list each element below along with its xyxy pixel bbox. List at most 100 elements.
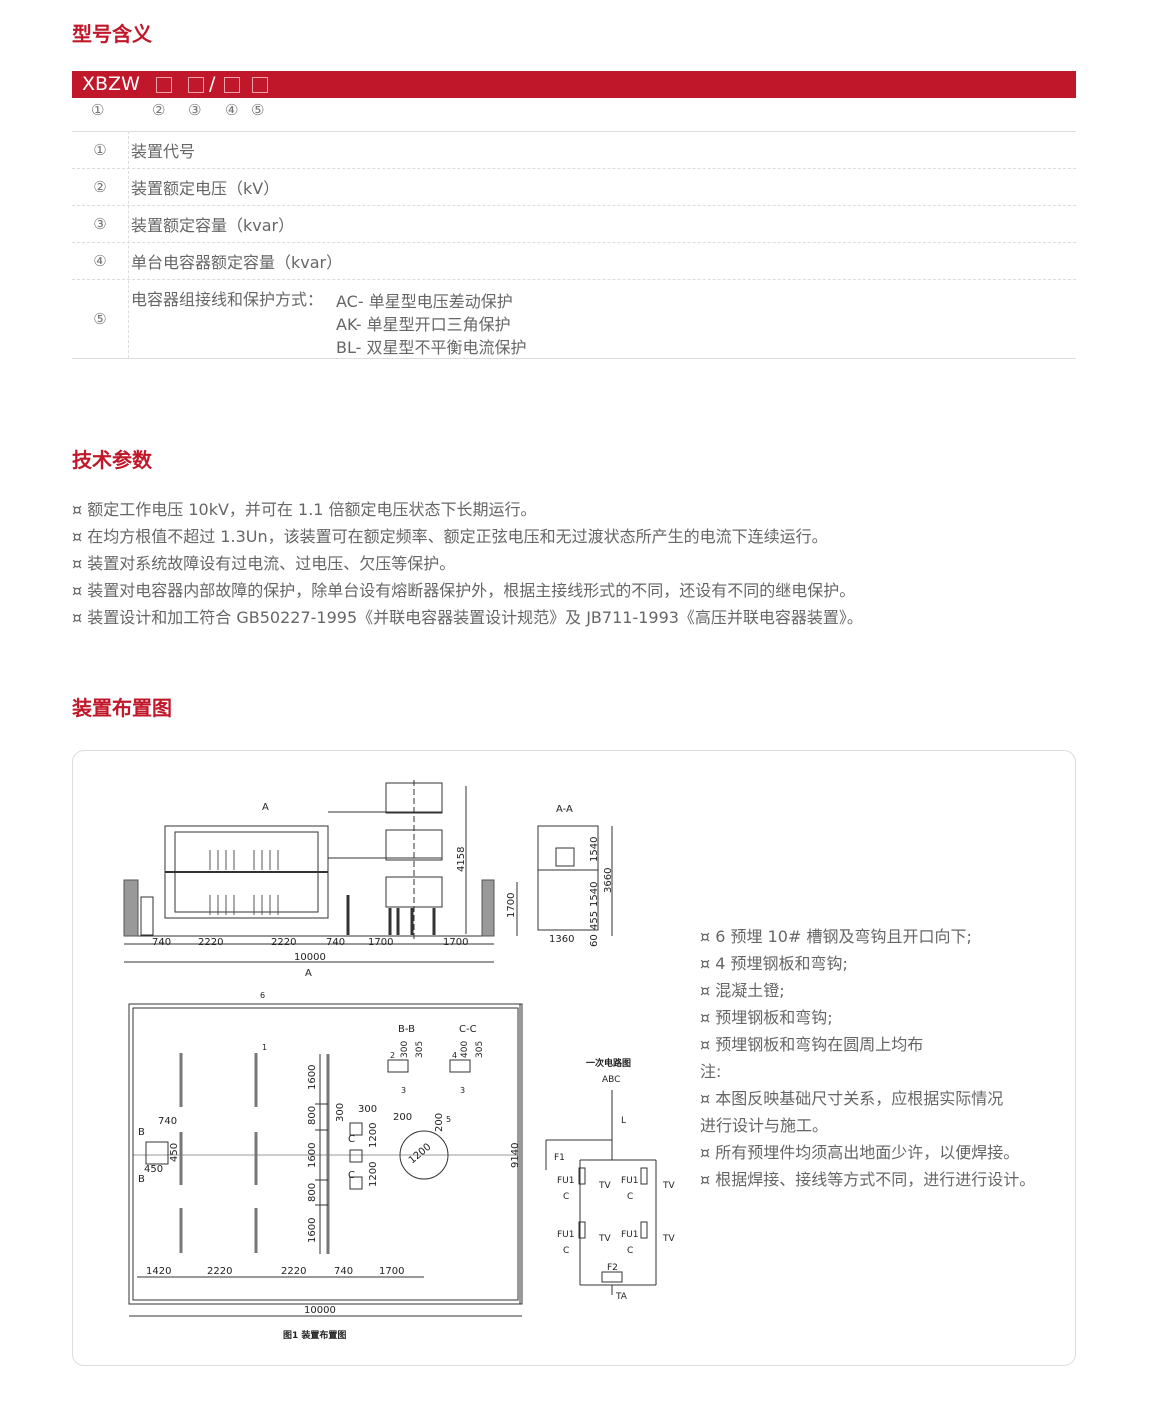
- model-slash: /: [209, 73, 216, 95]
- section-mark-c: C: [348, 1134, 355, 1145]
- table-row: ② 装置额定电压（kV）: [72, 169, 1076, 206]
- dim-label: 455: [589, 911, 600, 930]
- option-ac: AC- 单星型电压差动保护: [336, 292, 513, 311]
- row-text: 装置额定电压（kV）: [131, 179, 280, 198]
- item-label: 3: [460, 1086, 465, 1095]
- item-label: 3: [401, 1086, 406, 1095]
- dim-label: 1200: [407, 1142, 434, 1167]
- table-divider: [128, 131, 129, 358]
- section-aa-title: A-A: [556, 804, 573, 815]
- circuit-fuse: FU1: [557, 1176, 575, 1186]
- dim-label: 1200: [368, 1162, 379, 1187]
- circuit-fuse: FU1: [621, 1176, 639, 1186]
- note-item: 进行设计与施工。: [700, 1116, 829, 1135]
- list-item: ¤ 额定工作电压 10kV，并可在 1.1 倍额定电压状态下长期运行。: [72, 500, 537, 519]
- dim-label: 450: [144, 1164, 163, 1175]
- circuit-pt: TV: [662, 1181, 675, 1191]
- dim-label: 200: [393, 1112, 412, 1123]
- circuit-fuse: FU1: [621, 1230, 639, 1240]
- dim-label: 1700: [506, 893, 517, 918]
- dim-label: 1600: [307, 1143, 318, 1168]
- section-title-tech: 技术参数: [72, 448, 152, 472]
- elevation-view: [123, 780, 613, 963]
- circuit-diagram: [545, 1090, 657, 1295]
- circuit-fuse: FU1: [557, 1230, 575, 1240]
- dim-label: 800: [307, 1106, 318, 1125]
- circuit-f2: F2: [607, 1263, 618, 1273]
- circuit-pt: TV: [662, 1234, 675, 1244]
- item-label: 2: [390, 1051, 395, 1060]
- list-item: ¤ 装置设计和加工符合 GB50227-1995《并联电容器装置设计规范》及 J…: [72, 608, 863, 627]
- list-item: ¤ 装置对电容器内部故障的保护，除单台设有熔断器保护外，根据主接线形式的不同，还…: [72, 581, 856, 600]
- row-number: ④: [93, 252, 107, 270]
- dim-label: 740: [152, 937, 171, 948]
- dim-label: 1200: [368, 1123, 379, 1148]
- dim-label: 4158: [456, 847, 467, 872]
- dim-label: 450: [169, 1143, 180, 1162]
- dim-label: 1600: [307, 1218, 318, 1243]
- row-number: ①: [93, 141, 107, 159]
- list-item: ¤ 装置对系统故障设有过电流、过电压、欠压等保护。: [72, 554, 456, 573]
- item-label: 5: [446, 1115, 451, 1124]
- row-text: 装置代号: [131, 142, 196, 161]
- placeholder-box-5: [252, 77, 268, 93]
- figure-caption: 图1 装置布置图: [283, 1329, 346, 1341]
- circuit-title: 一次电路图: [586, 1057, 631, 1069]
- circuit-input: ABC: [602, 1075, 620, 1085]
- dim-label: 2220: [281, 1266, 306, 1277]
- section-mark-b: B: [138, 1174, 145, 1185]
- note-item: ¤ 6 预埋 10# 槽钢及弯钩且开口向下;: [700, 927, 972, 946]
- dim-label: 1700: [368, 937, 393, 948]
- row-number: ⑤: [93, 310, 107, 328]
- plan-view: [128, 1003, 523, 1317]
- marker-5: ⑤: [251, 101, 265, 119]
- section-mark-b: B: [138, 1127, 145, 1138]
- dim-label: 60: [589, 934, 600, 947]
- row-text: 单台电容器额定容量（kvar）: [131, 253, 343, 272]
- marker-1: ①: [91, 101, 105, 119]
- dim-label: 1600: [307, 1065, 318, 1090]
- row-text: 电容器组接线和保护方式：: [131, 290, 324, 309]
- circuit-pt: TV: [598, 1181, 611, 1191]
- circuit-cap: C: [627, 1192, 633, 1202]
- dim-label: 740: [326, 937, 345, 948]
- placeholder-box-2: [156, 77, 172, 93]
- row-number: ②: [93, 178, 107, 196]
- section-mark-a-top: A: [262, 802, 269, 813]
- section-title-layout: 装置布置图: [72, 696, 172, 720]
- circuit-reactor: L: [621, 1116, 626, 1126]
- dim-label: 9140: [510, 1143, 521, 1168]
- table-row: ③ 装置额定容量（kvar）: [72, 206, 1076, 243]
- dim-label: 1540: [589, 882, 600, 907]
- layout-drawing-panel: [72, 750, 1076, 1366]
- note-item: 注:: [700, 1062, 722, 1081]
- model-code-bar: XBZW /: [72, 71, 1076, 98]
- note-item: ¤ 混凝土镫;: [700, 981, 785, 1000]
- model-prefix: XBZW: [82, 73, 140, 95]
- row-text: 装置额定容量（kvar）: [131, 216, 295, 235]
- dim-label: 3660: [603, 868, 614, 893]
- dim-label: 10000: [294, 952, 326, 963]
- marker-3: ③: [188, 101, 202, 119]
- dim-label: 200: [434, 1113, 445, 1132]
- circuit-cap: C: [563, 1192, 569, 1202]
- dim-label: 305: [415, 1041, 425, 1058]
- drawing-notes: ¤ 6 预埋 10# 槽钢及弯钩且开口向下; ¤ 4 预埋钢板和弯钩; ¤ 混凝…: [700, 923, 1035, 1193]
- circuit-pt: TV: [598, 1234, 611, 1244]
- note-item: ¤ 预埋钢板和弯钩在圆周上均布: [700, 1035, 924, 1054]
- marker-4: ④: [225, 101, 239, 119]
- marker-2: ②: [152, 101, 166, 119]
- model-table: ① 装置代号 ② 装置额定电压（kV） ③ 装置额定容量（kvar） ④ 单台电容器额定…: [72, 131, 1076, 359]
- circuit-cap: C: [627, 1246, 633, 1256]
- section-mark-c: C: [348, 1170, 355, 1181]
- dim-label: 1700: [379, 1266, 404, 1277]
- dim-label: 300: [358, 1104, 377, 1115]
- dim-label: 800: [307, 1183, 318, 1202]
- option-bl: BL- 双星型不平衡电流保护: [336, 338, 527, 357]
- section-title-model: 型号含义: [72, 22, 152, 46]
- circuit-cap: C: [563, 1246, 569, 1256]
- row-number: ③: [93, 215, 107, 233]
- table-row: ① 装置代号: [72, 132, 1076, 169]
- dim-label: 1360: [549, 934, 574, 945]
